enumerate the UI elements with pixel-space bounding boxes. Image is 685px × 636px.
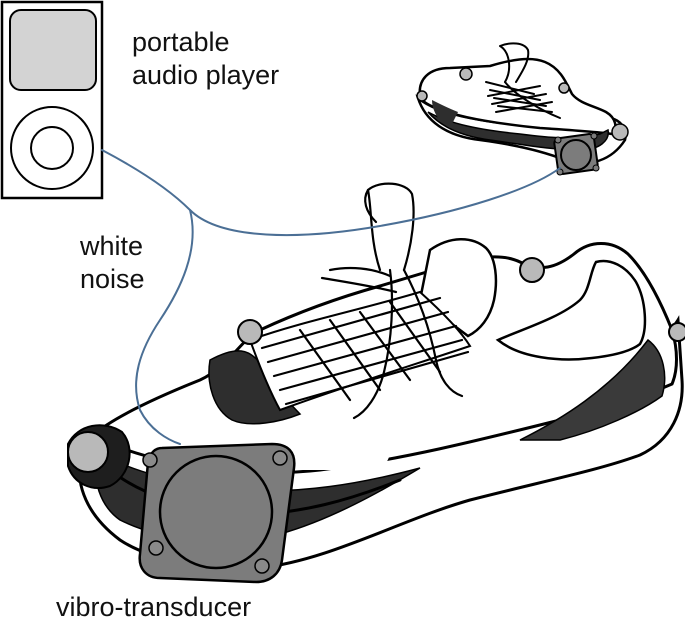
- vibro-transducer-icon: [138, 442, 296, 584]
- small-shoe-icon: [415, 42, 629, 176]
- audio-player-icon: [0, 0, 104, 200]
- player-label: portable audio player: [132, 26, 279, 92]
- player-screen: [9, 9, 97, 91]
- player-label-line-1: portable: [132, 27, 230, 57]
- noise-label-line-1: white: [80, 231, 144, 261]
- small-transducer-icon: [553, 132, 600, 176]
- noise-label-line-2: noise: [80, 264, 145, 294]
- player-center-button: [30, 126, 74, 170]
- noise-label: white noise: [80, 230, 145, 296]
- player-label-line-2: audio player: [132, 60, 280, 90]
- cable-icon: [101, 149, 561, 445]
- transducer-label: vibro-transducer: [56, 592, 252, 622]
